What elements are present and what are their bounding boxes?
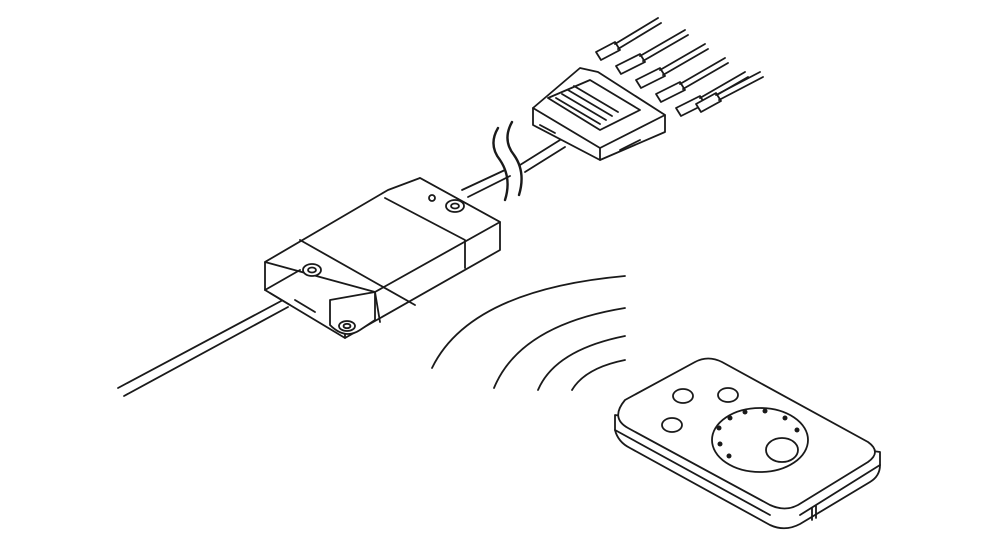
receiver-box (264, 177, 501, 339)
remote-control (614, 357, 881, 530)
connector-plug (675, 71, 749, 117)
connector-hub (532, 67, 666, 161)
connector-plug (635, 43, 709, 89)
screw-icon (302, 263, 322, 277)
up-button[interactable] (717, 387, 739, 403)
dial-dots (716, 408, 800, 459)
center-button[interactable] (765, 437, 799, 463)
dimmer-dial[interactable] (711, 407, 809, 473)
connector-plugs (595, 17, 764, 117)
screw-icon (445, 199, 465, 213)
connector-plug (615, 29, 689, 75)
signal-waves (431, 275, 626, 391)
connector-plug (595, 17, 662, 61)
power-button[interactable] (672, 388, 694, 404)
input-cable (117, 299, 289, 397)
hub-vent (555, 85, 619, 125)
down-button[interactable] (661, 417, 683, 433)
output-cable (461, 120, 566, 202)
connector-plug (655, 57, 729, 103)
connector-plug (695, 71, 764, 113)
